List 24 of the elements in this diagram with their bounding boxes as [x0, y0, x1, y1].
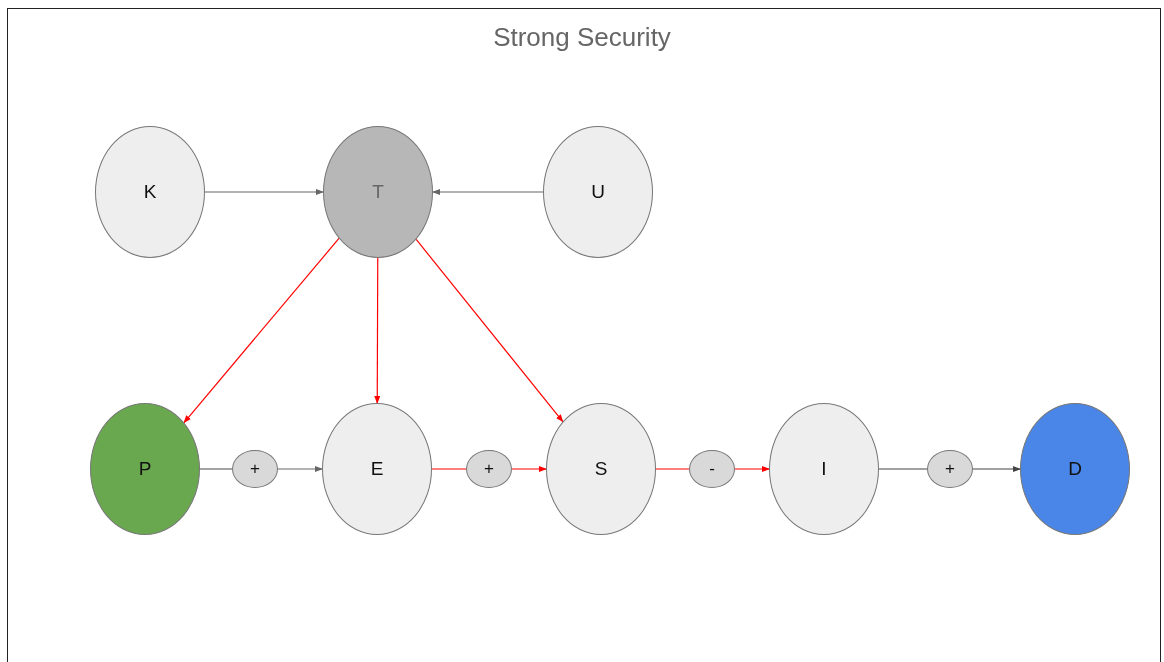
- node-label: +: [484, 459, 494, 479]
- ellipse-node: [232, 450, 278, 488]
- ellipse-node: [466, 450, 512, 488]
- arrow: [204, 189, 324, 195]
- arrow: [277, 466, 323, 472]
- node-label: K: [143, 181, 157, 203]
- node-label: T: [372, 181, 384, 203]
- arrow: [511, 466, 547, 472]
- diagram-title: Strong Security: [493, 22, 671, 53]
- node-label: +: [250, 459, 260, 479]
- ellipse-node: [927, 450, 973, 488]
- arrow: [734, 466, 770, 472]
- node-label: I: [821, 458, 827, 480]
- arrow: [374, 257, 381, 404]
- node-label: D: [1068, 458, 1082, 480]
- arrow: [432, 189, 544, 195]
- ellipse-node: [689, 450, 735, 488]
- node-label: +: [945, 459, 955, 479]
- node-label: U: [591, 181, 605, 203]
- node-label: P: [138, 458, 152, 480]
- node-label: -: [709, 459, 715, 479]
- arrow: [972, 466, 1021, 472]
- node-label: S: [594, 458, 608, 480]
- node-label: E: [370, 458, 384, 480]
